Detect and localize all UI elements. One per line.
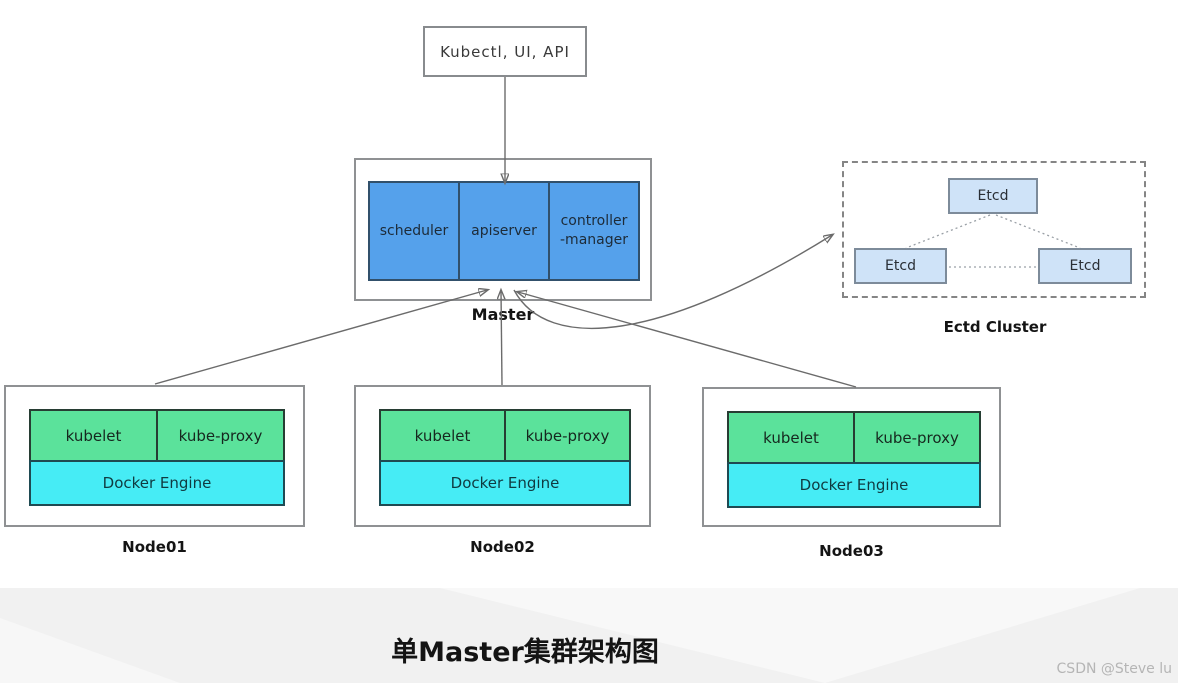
node03-label: Node03 [819,542,884,560]
kubelet-label: kubelet [763,428,819,447]
docker-engine-label: Docker Engine [799,476,909,494]
docker-engine-label: Docker Engine [102,474,212,492]
etcd-top-label: Etcd [977,188,1009,204]
node02-kube-proxy-box: kube-proxy [506,409,631,462]
node03-kube-proxy-box: kube-proxy [855,411,981,464]
etcd-box-right: Etcd [1038,248,1132,284]
node02-docker-engine-box: Docker Engine [379,460,631,506]
docker-engine-label: Docker Engine [450,474,560,492]
controller-manager-label: controller -manager [560,213,628,248]
scheduler-box: scheduler [368,181,460,281]
node01-inner: kubelet kube-proxy Docker Engine [29,409,285,508]
node03-inner: kubelet kube-proxy Docker Engine [727,411,981,510]
kube-proxy-label: kube-proxy [178,426,263,445]
node03-kubelet-box: kubelet [727,411,855,464]
node02-components: kubelet kube-proxy [379,409,631,462]
node02-box: kubelet kube-proxy Docker Engine [354,385,651,527]
client-box-label: Kubectl, UI, API [440,42,570,61]
diagram-caption: 单Master集群架构图 [391,637,659,668]
apiserver-label: apiserver [471,222,537,239]
node02-label: Node02 [470,538,535,556]
node01-docker-engine-box: Docker Engine [29,460,285,506]
node01-kubelet-box: kubelet [29,409,158,462]
node03-components: kubelet kube-proxy [727,411,981,464]
kubelet-label: kubelet [65,426,122,445]
node01-label: Node01 [122,538,187,556]
scheduler-label: scheduler [379,222,449,239]
master-box: scheduler apiserver controller -manager [354,158,652,301]
apiserver-box: apiserver [460,181,550,281]
node01-kube-proxy-box: kube-proxy [158,409,285,462]
etcd-left-label: Etcd [885,258,916,274]
node01-components: kubelet kube-proxy [29,409,285,462]
kube-proxy-label: kube-proxy [875,428,959,447]
etcd-box-left: Etcd [854,248,947,284]
watermark: CSDN @Steve lu [1056,661,1172,677]
node01-box: kubelet kube-proxy Docker Engine [4,385,305,527]
etcd-box-top: Etcd [948,178,1038,214]
master-label: Master [471,305,535,324]
footer-band [0,588,1178,683]
etcd-cluster-box [842,161,1146,298]
node03-box: kubelet kube-proxy Docker Engine [702,387,1001,527]
kubelet-label: kubelet [414,426,471,445]
controller-manager-box: controller -manager [550,181,640,281]
band-diagonal-shape [0,618,180,683]
node02-inner: kubelet kube-proxy Docker Engine [379,409,631,508]
node03-docker-engine-box: Docker Engine [727,462,981,508]
etcd-cluster-label: Ectd Cluster [943,318,1047,336]
master-components: scheduler apiserver controller -manager [368,181,640,281]
node02-kubelet-box: kubelet [379,409,506,462]
client-box: Kubectl, UI, API [423,26,587,77]
etcd-right-label: Etcd [1069,258,1101,274]
kube-proxy-label: kube-proxy [525,426,610,445]
